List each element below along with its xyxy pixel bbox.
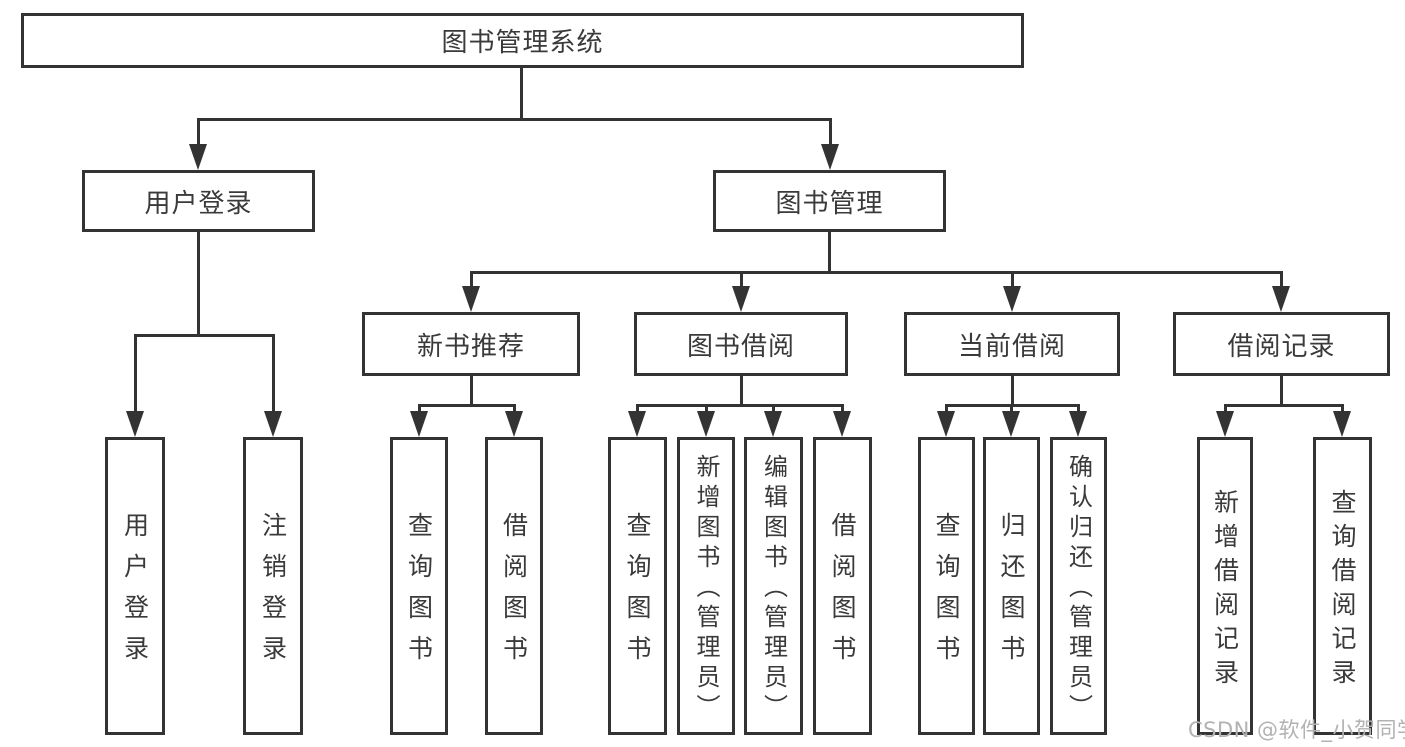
arrowhead-down-icon [764,411,782,437]
leaf-add-borrow-record-label: 新增借阅记录 [1210,488,1240,693]
node-borrow-records: 借阅记录 [1173,312,1390,376]
arrowhead-down-icon [821,144,839,170]
connector-line [828,232,831,274]
connector-line [470,271,1283,274]
connector-line [1010,404,1013,413]
connector-line [1280,376,1283,407]
leaf-query-books-3-label: 查询图书 [932,512,961,676]
leaf-confirm-return-admin: 确认归还（管理员） [1050,437,1107,735]
leaf-logout-label: 注销登录 [258,512,288,676]
node-new-book-recommend-label: 新书推荐 [416,331,525,362]
connector-line [418,404,516,407]
connector-line [705,404,708,413]
leaf-query-borrow-record: 查询借阅记录 [1313,437,1372,735]
node-borrow-records-label: 借阅记录 [1227,331,1336,362]
connector-line [418,404,421,413]
arrowhead-down-icon [732,286,750,312]
connector-line [1224,404,1227,413]
node-current-borrow: 当前借阅 [904,312,1120,376]
connector-line [272,334,275,413]
leaf-logout: 注销登录 [243,437,303,735]
leaf-add-borrow-record: 新增借阅记录 [1197,437,1253,735]
connector-line [740,271,743,288]
leaf-add-books-admin: 新增图书（管理员） [677,437,735,735]
leaf-query-books-1-label: 查询图书 [404,512,434,676]
leaf-query-books-3: 查询图书 [918,437,975,735]
leaf-user-login: 用户登录 [105,437,165,735]
leaf-query-books-2: 查询图书 [608,437,667,735]
leaf-edit-books-admin: 编辑图书（管理员） [744,437,803,735]
arrowhead-down-icon [1216,411,1234,437]
connector-line [1011,271,1014,288]
connector-line [197,232,200,337]
connector-line [636,404,843,407]
arrowhead-down-icon [1002,411,1020,437]
arrowhead-down-icon [126,411,144,437]
connector-line [772,404,775,413]
arrowhead-down-icon [1069,411,1087,437]
node-root: 图书管理系统 [21,13,1024,68]
leaf-borrow-books-1-label: 借阅图书 [499,512,529,676]
connector-line [197,118,832,121]
arrowhead-down-icon [628,411,646,437]
arrowhead-down-icon [1333,411,1351,437]
node-book-management-label: 图书管理 [775,188,884,219]
leaf-borrow-books-2-label: 借阅图书 [828,512,857,676]
connector-line [945,404,948,413]
leaf-return-books-label: 归还图书 [997,512,1026,676]
connector-line [636,404,639,413]
connector-line [134,334,137,413]
connector-line [1280,271,1283,288]
leaf-borrow-books-2: 借阅图书 [813,437,872,735]
leaf-query-books-2-label: 查询图书 [623,512,652,676]
arrowhead-down-icon [505,411,523,437]
node-user-login-label: 用户登录 [144,188,253,219]
node-book-borrow: 图书借阅 [634,312,848,376]
leaf-edit-books-admin-label: 编辑图书（管理员） [759,454,788,724]
node-book-management: 图书管理 [713,170,946,232]
connector-line [1011,376,1014,407]
arrowhead-down-icon [1272,286,1290,312]
connector-line [520,66,523,119]
leaf-add-books-admin-label: 新增图书（管理员） [692,454,720,724]
node-root-label: 图书管理系统 [441,28,604,58]
arrowhead-down-icon [462,286,480,312]
connector-line [134,334,275,337]
leaf-query-books-1: 查询图书 [390,437,448,735]
connector-line [841,404,844,413]
arrowhead-down-icon [697,411,715,437]
connector-line [740,376,743,407]
node-new-book-recommend: 新书推荐 [362,312,580,376]
connector-line [1341,404,1344,413]
leaf-confirm-return-admin-label: 确认归还（管理员） [1064,454,1093,724]
arrowhead-down-icon [189,144,207,170]
connector-line [470,376,473,407]
connector-line [829,118,832,146]
leaf-borrow-books-1: 借阅图书 [485,437,543,735]
arrowhead-down-icon [410,411,428,437]
leaf-query-borrow-record-label: 查询借阅记录 [1328,488,1357,693]
csdn-watermark: CSDN @软件_小贺同学 [1188,718,1405,742]
leaf-return-books: 归还图书 [983,437,1040,735]
node-user-login: 用户登录 [82,170,315,232]
connector-line [470,271,473,288]
arrowhead-down-icon [1003,286,1021,312]
arrowhead-down-icon [937,411,955,437]
connector-line [197,118,200,146]
arrowhead-down-icon [833,411,851,437]
connector-line [513,404,516,413]
node-book-borrow-label: 图书借阅 [686,331,795,362]
arrowhead-down-icon [264,411,282,437]
leaf-user-login-label: 用户登录 [120,512,150,676]
node-current-borrow-label: 当前借阅 [957,331,1066,362]
connector-line [1224,404,1343,407]
connector-line [1077,404,1080,413]
